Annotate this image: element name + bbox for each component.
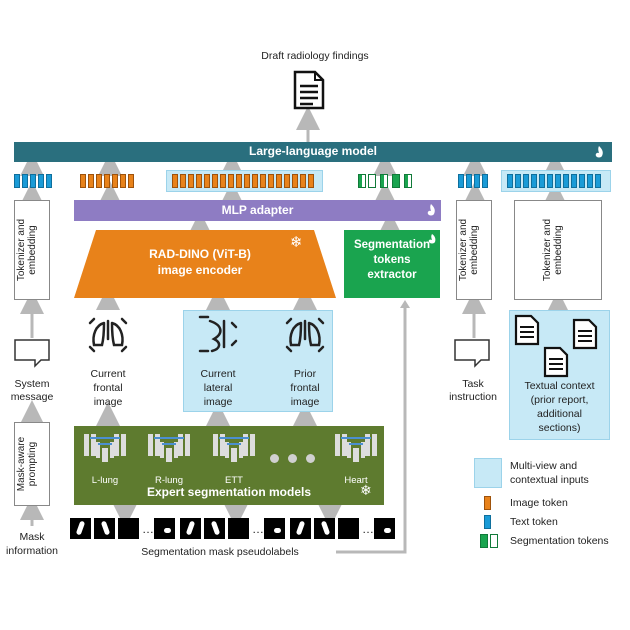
textual-context-line4: sections) <box>538 422 581 434</box>
mask-thumbnail-icon <box>180 518 201 539</box>
legend-image-token: Image token <box>510 497 568 509</box>
legend-seg-tokens: Segmentation tokens <box>510 535 609 547</box>
mask-thumbnail-icon <box>338 518 359 539</box>
mask-thumbnail-icon <box>314 518 335 539</box>
task-instruction-line2: instruction <box>449 391 497 403</box>
mask-prompting-label: Mask-aware prompting <box>16 436 38 492</box>
legend-text-token: Text token <box>510 516 558 528</box>
image-label-1-line1: Current <box>90 368 126 380</box>
text-tokens-context <box>501 170 611 192</box>
textual-context-line3: additional <box>537 408 582 420</box>
mask-thumbnail-icon <box>118 518 139 539</box>
legend-context-swatch <box>474 458 502 488</box>
mask-thumbnail-icon <box>94 518 115 539</box>
mask-thumbnail-icon <box>374 518 395 539</box>
document-icon <box>514 314 540 346</box>
task-instruction-line1: Task <box>462 378 484 390</box>
mask-thumbnail-icon <box>204 518 225 539</box>
seg-model-rlung: R-lung <box>155 475 183 486</box>
tokenizer-system: Tokenizer and embedding <box>14 200 50 300</box>
llm-bar: Large-language model <box>14 142 612 162</box>
snowflake-icon: ❄ <box>290 234 303 251</box>
seg-extractor-line3: extractor <box>367 269 417 281</box>
mask-information-line1: Mask <box>19 531 45 543</box>
mask-aware-prompting: Mask-aware prompting <box>14 422 50 506</box>
mask-information-line2: information <box>6 545 58 557</box>
encoder-line1: RAD-DINO (ViT-B) <box>149 247 251 261</box>
mask-thumbnail-icon <box>264 518 285 539</box>
legend-text-token-swatch <box>484 515 491 529</box>
mask-thumbnail-icon <box>70 518 91 539</box>
lungs-xray-icon <box>198 315 238 353</box>
output-title: Draft radiology findings <box>261 50 369 62</box>
image-label-1-line3: image <box>93 396 123 408</box>
ellipsis-dots <box>270 450 315 468</box>
encoder-line2: image encoder <box>157 263 243 277</box>
image-label-3-line1: Prior <box>293 368 317 380</box>
expert-segmentation-models: L-lung R-lung ETT Heart Expert segmentat… <box>74 426 384 505</box>
legend-context-line2: contextual inputs <box>510 474 589 486</box>
legend-image-token-swatch <box>484 496 491 510</box>
unet-icon <box>335 434 377 462</box>
mask-thumbnail-icon <box>154 518 175 539</box>
image-label-3-line3: image <box>290 396 320 408</box>
lungs-xray-icon <box>285 317 325 353</box>
document-icon <box>543 346 569 378</box>
image-label-2-line2: lateral <box>203 382 233 394</box>
mask-thumbnail-icon <box>290 518 311 539</box>
chat-bubble-icon <box>454 339 490 368</box>
mlp-adapter: MLP adapter <box>74 200 441 221</box>
document-icon <box>572 318 598 350</box>
flame-icon <box>428 234 436 244</box>
seg-model-llung: L-lung <box>91 475 119 486</box>
llm-label: Large-language model <box>248 144 378 158</box>
seg-models-title: Expert segmentation models <box>146 485 312 499</box>
legend-seg-token-swatch <box>480 534 488 548</box>
tokenizer-label: Tokenizer and embedding <box>542 218 564 282</box>
tokenizer-label: Tokenizer and embedding <box>16 218 38 282</box>
image-label-2-line1: Current <box>200 368 236 380</box>
document-icon <box>293 70 325 110</box>
mask-thumbnail-icon <box>228 518 249 539</box>
snowflake-icon: ❄ <box>360 482 372 498</box>
system-message-line1: System <box>14 378 50 390</box>
tokenizer-task: Tokenizer and embedding <box>456 200 492 300</box>
tokenizer-label: Tokenizer and embedding <box>458 218 480 282</box>
legend-context-line1: Multi-view and <box>510 460 578 472</box>
seg-extractor-line2: tokens <box>373 254 411 266</box>
pseudolabels-caption: Segmentation mask pseudolabels <box>141 546 299 558</box>
chat-bubble-icon <box>14 339 50 368</box>
seg-model-ett: ETT <box>225 475 243 486</box>
unet-icon <box>213 434 255 462</box>
image-label-2-line3: image <box>203 396 233 408</box>
image-label-1-line2: frontal <box>93 382 123 394</box>
mlp-label: MLP adapter <box>221 203 294 217</box>
flame-icon <box>595 146 603 158</box>
textual-context-line1: Textual context <box>524 380 595 392</box>
flame-icon <box>427 204 435 216</box>
textual-context-line2: (prior report, <box>530 394 589 406</box>
seg-model-heart: Heart <box>344 475 368 486</box>
legend-seg-token-swatch <box>490 534 498 548</box>
image-encoder <box>74 230 336 298</box>
unet-icon <box>148 434 190 462</box>
seg-token-extractor: Segmentation tokens extractor <box>344 230 440 298</box>
image-label-3-line2: frontal <box>290 382 320 394</box>
tokenizer-context: Tokenizer and embedding <box>514 200 602 300</box>
unet-icon <box>84 434 126 462</box>
seg-extractor-line1: Segmentation <box>353 239 431 251</box>
lungs-xray-icon <box>88 317 128 353</box>
system-message-line2: message <box>10 391 54 403</box>
image-tokens-context <box>166 170 323 192</box>
